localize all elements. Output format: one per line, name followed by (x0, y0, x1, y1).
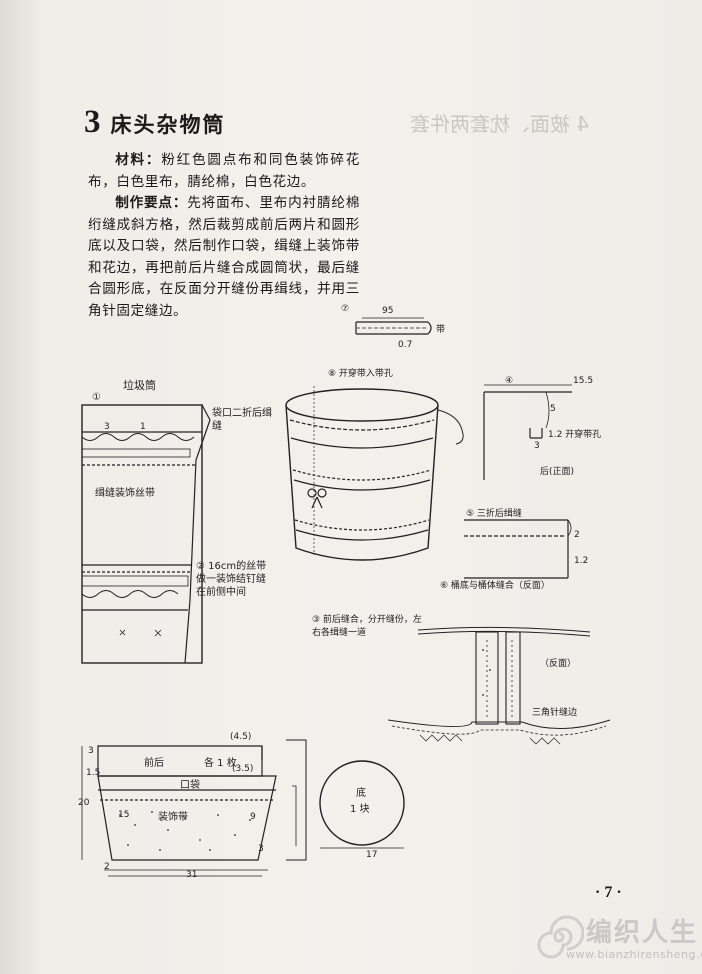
step3-note: ③ 前后缝合，分开缝份，左右各缉缝一道 (312, 615, 422, 638)
watermark-name: 编织人生 (586, 918, 699, 948)
bottom-label: 底 (356, 788, 366, 799)
pattern-count: 各 1 枚 (204, 758, 237, 769)
materials-paragraph: 材料：粉红色圆点布和同色装饰碎花布，白色里布，腈纶棉，白色花边。 (88, 150, 360, 193)
pattern-dim-31: 31 (186, 870, 198, 880)
pattern-dim-3-top: 3 (88, 746, 94, 756)
section-title: 床头杂物筒 (110, 113, 226, 137)
step4-caption: 后(正面) (540, 467, 575, 477)
step1-dim-1: 1 (140, 422, 146, 432)
step4-dim-5: 5 (550, 404, 556, 414)
section-number: 3 (84, 104, 101, 140)
pattern-dim-2: 2 (104, 862, 110, 872)
materials-text: 粉红色圆点布和同色装饰碎花布，白色里布，腈纶棉，白色花边。 (88, 152, 360, 190)
instruction-text: 材料：粉红色圆点布和同色装饰碎花布，白色里布，腈纶棉，白色花边。 制作要点：先将… (88, 150, 360, 322)
bin-title: 垃圾筒 (123, 379, 156, 392)
step2-note: ② 16cm的丝带做一装饰结钉缝在前侧中间 (196, 561, 267, 598)
step8-note: ⑧ 开穿带入带孔 (328, 369, 393, 379)
page-number: · 7 · (595, 884, 622, 901)
strap-width: 0.7 (398, 340, 413, 350)
spiral-logo-icon (537, 915, 584, 959)
pattern-dim-15: 1.5 (86, 768, 101, 778)
bottom-count: 1 块 (350, 804, 370, 815)
fold-drawing (464, 519, 572, 579)
pattern-dim-45: (4.5) (230, 732, 252, 742)
strap-length: 95 (382, 306, 394, 316)
step5-dim-2: 2 (574, 530, 580, 540)
step5-dim-12: 1.2 (574, 556, 589, 566)
pattern-dim-15b: 15 (118, 810, 130, 820)
strap-drawing (355, 317, 432, 335)
pattern-dim-9: 9 (250, 812, 256, 822)
bin-panel-drawing (81, 404, 211, 664)
step1-number: ① (92, 392, 101, 403)
step6-note: ⑥ 桶底与桶体缝合（反面） (440, 581, 550, 591)
ribbon-band-note: 缉缝装饰丝带 (95, 488, 155, 499)
step4-hole-note: 1.2 开穿带孔 (548, 430, 602, 440)
step4-number: ④ (505, 376, 514, 386)
strap-number: ⑦ (341, 304, 350, 314)
materials-label: 材料： (115, 152, 162, 168)
pattern-dim-3-bottom: 3 (258, 844, 264, 854)
pattern-front-back: 前后 (144, 758, 164, 769)
pattern-decor: 装饰带 (158, 812, 188, 823)
site-watermark: 编织人生 www.bianzhirensheng.com (528, 908, 702, 968)
step3-reverse: （反面） (540, 659, 577, 669)
step1-dim-3: 3 (104, 422, 110, 432)
section-heading: 3 床头杂物筒 (84, 104, 226, 141)
herringbone-note: 三角针缝边 (532, 708, 578, 718)
step4-dim-3: 3 (534, 441, 540, 451)
bleed-through-heading: 4 被面、枕套两件套 (410, 112, 590, 136)
pattern-dim-35: (3.5) (232, 764, 254, 774)
step4-width: 15.5 (573, 376, 594, 386)
step1-top-note: 袋口二折后缉缝 (212, 408, 272, 432)
watermark-url: www.bianzhirensheng.com (566, 948, 702, 961)
pattern-dim-20: 20 (78, 798, 90, 808)
finished-bin-drawing (285, 386, 464, 561)
step5-note: ⑤ 三折后缉缝 (466, 509, 522, 519)
seam-drawing (387, 626, 611, 745)
method-text: 先将面布、里布内衬腈纶棉绗缝成斜方格，然后裁剪成前后两片和圆形底以及口袋，然后制… (88, 195, 361, 319)
pattern-pocket: 口袋 (180, 780, 200, 791)
bottom-diameter: 17 (366, 850, 378, 860)
method-paragraph: 制作要点：先将面布、里布内衬腈纶棉绗缝成斜方格，然后裁剪成前后两片和圆形底以及口… (88, 193, 360, 322)
strap-label: 带 (436, 325, 446, 335)
method-label: 制作要点： (115, 195, 188, 211)
